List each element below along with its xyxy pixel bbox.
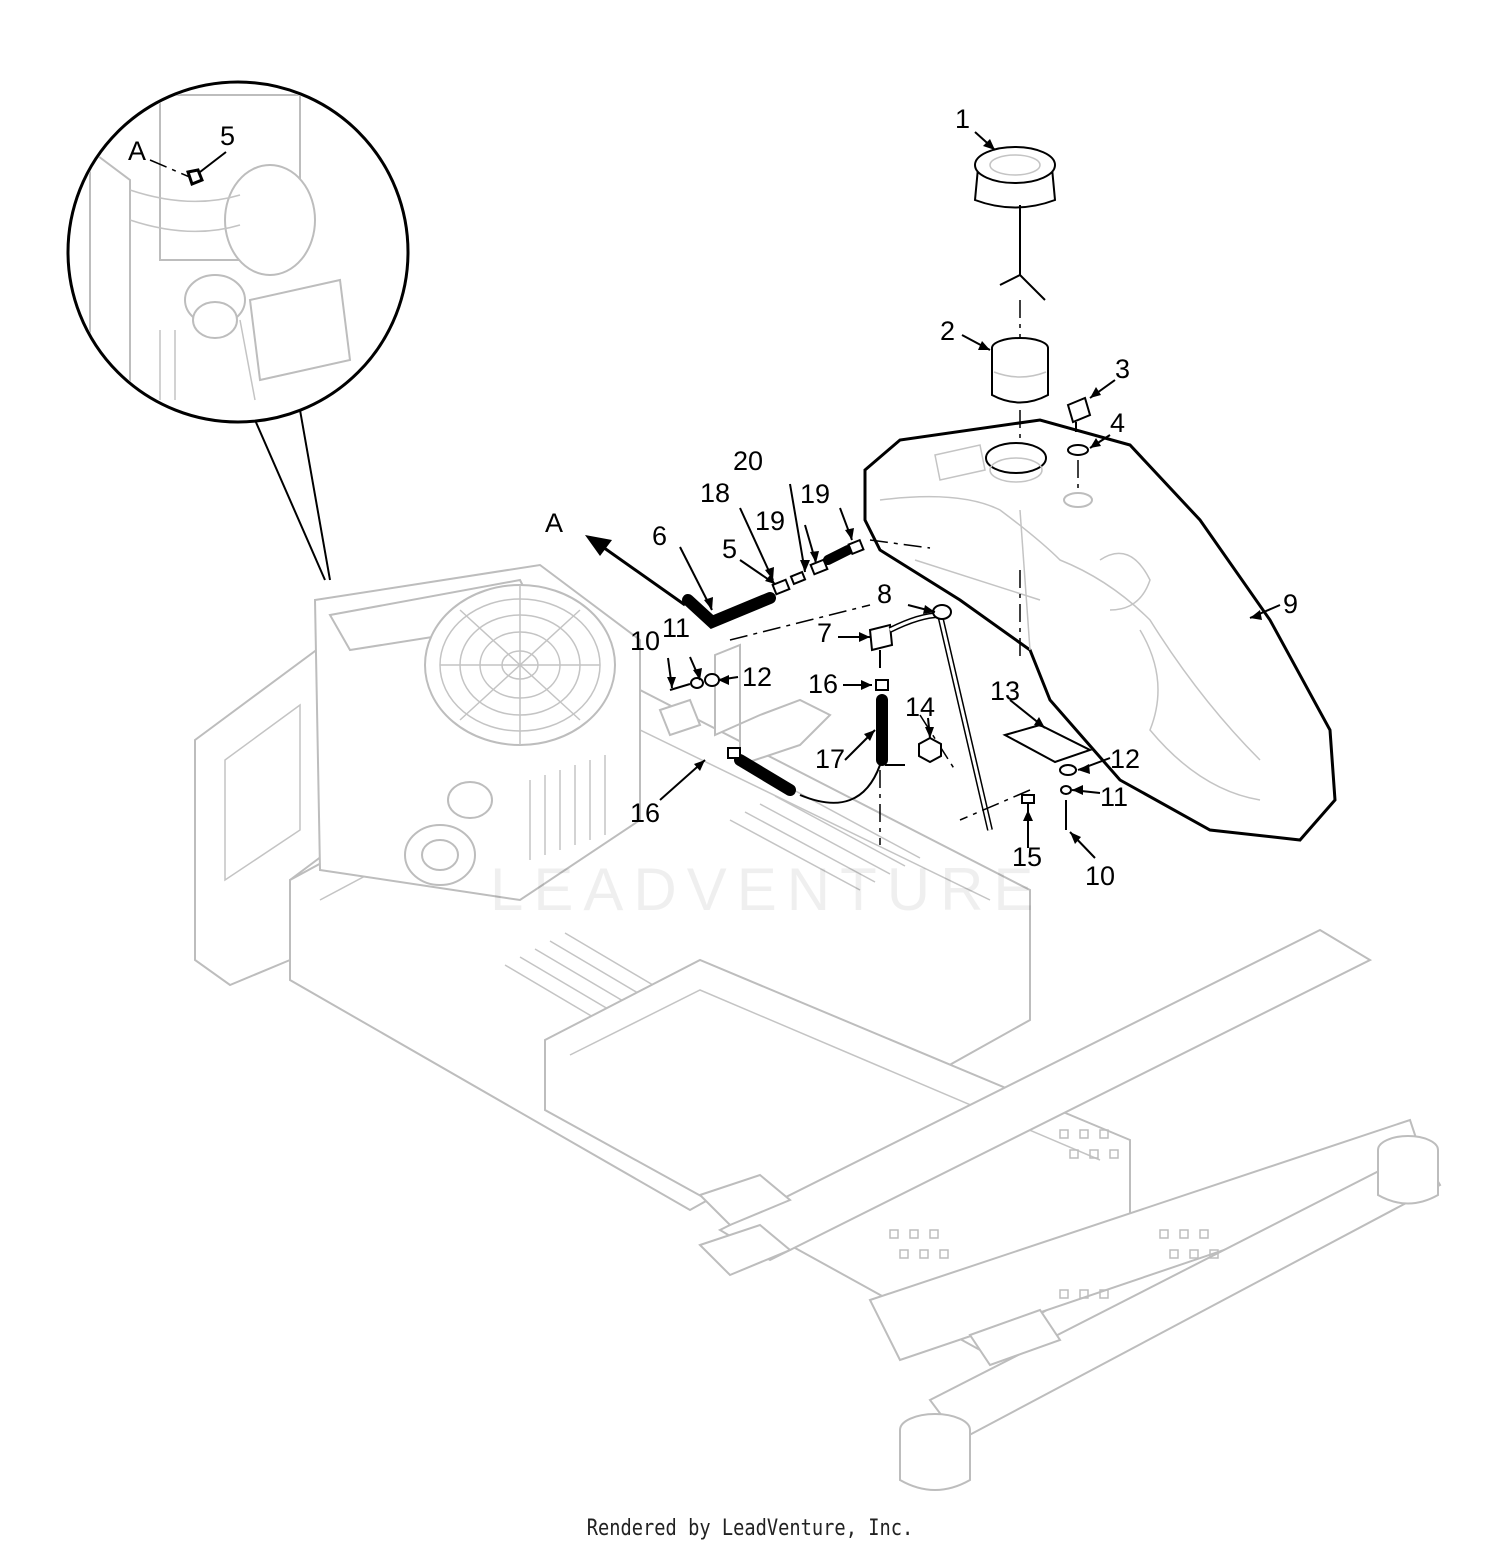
- engine: [313, 563, 702, 902]
- callout-10-b: 10: [1085, 861, 1115, 891]
- callout-12-a: 12: [742, 662, 772, 692]
- callout-17: 17: [815, 744, 845, 774]
- callout-7: 7: [817, 618, 832, 648]
- callout-a: A: [545, 508, 563, 538]
- callout-15: 15: [1012, 842, 1042, 872]
- fuel-hose-assembly: [669, 538, 1093, 845]
- filler-adapter: [991, 337, 1049, 440]
- callout-5: 5: [722, 534, 737, 564]
- callout-11-a: 11: [662, 613, 690, 643]
- callout-13: 13: [990, 676, 1020, 706]
- watermark: LEADVENTURE: [490, 856, 1043, 923]
- callout-16-a: 16: [808, 669, 838, 699]
- detail-callout-5: 5: [220, 121, 235, 151]
- grommet: [1067, 444, 1089, 490]
- callout-16-b: 16: [630, 798, 660, 828]
- callout-12-b: 12: [1110, 744, 1140, 774]
- detail-view-a: A 5: [66, 80, 410, 581]
- footer-credit: Rendered by LeadVenture, Inc.: [586, 1516, 914, 1541]
- callout-8: 8: [877, 579, 892, 609]
- vent-valve: [1066, 396, 1092, 432]
- callout-19-b: 19: [800, 479, 830, 509]
- callout-2: 2: [940, 316, 955, 346]
- detail-ref-letter: A: [128, 136, 146, 166]
- callout-10-a: 10: [630, 626, 660, 656]
- leader-arrowheads: [667, 139, 1262, 844]
- callout-20: 20: [733, 446, 763, 476]
- callout-14: 14: [905, 692, 935, 722]
- mounting-bracket: [714, 643, 832, 767]
- callout-11-b: 11: [1100, 782, 1128, 812]
- callout-labels: 1 2 3 4 20 18 19 19 A 6 5 8 9 7 10 11 12…: [545, 104, 1298, 891]
- direction-arrow-a: [585, 535, 686, 607]
- callout-4: 4: [1110, 408, 1125, 438]
- callout-3: 3: [1115, 354, 1130, 384]
- fuel-tank: [863, 418, 1337, 842]
- callout-19-a: 19: [755, 506, 785, 536]
- callout-1: 1: [955, 104, 970, 134]
- callout-18: 18: [700, 478, 730, 508]
- callout-6: 6: [652, 521, 667, 551]
- callout-9: 9: [1283, 589, 1298, 619]
- fuel-cap: [973, 146, 1057, 340]
